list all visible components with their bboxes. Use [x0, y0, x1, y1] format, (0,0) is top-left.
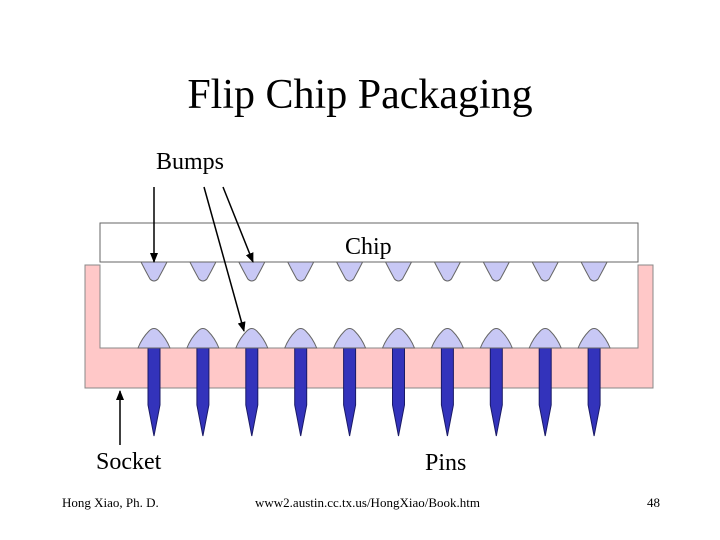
- socket-pin: [294, 345, 308, 437]
- chip-bump: [531, 261, 560, 282]
- pin-bump: [186, 328, 220, 349]
- socket-pin: [587, 345, 601, 437]
- pin-bump: [479, 328, 514, 349]
- bumps-label: Bumps: [156, 149, 225, 175]
- pin-bump: [137, 328, 171, 349]
- chip-bump: [189, 261, 217, 282]
- socket-pin: [196, 345, 210, 437]
- pin-bump: [283, 328, 318, 349]
- slide-title: Flip Chip Packaging: [187, 72, 533, 118]
- pin-bump: [235, 328, 269, 349]
- chip-body: [99, 222, 639, 263]
- footer-author: Hong Xiao, Ph. D.: [62, 495, 159, 510]
- chip-bumps: [140, 261, 608, 282]
- bumps-arrow-3: [222, 186, 254, 263]
- pin-bump: [430, 328, 465, 349]
- chip-bump: [580, 261, 608, 282]
- socket-label: Socket: [96, 449, 162, 475]
- chip-bump: [433, 261, 462, 282]
- socket-pin: [147, 345, 161, 437]
- bumps-arrow-2: [203, 186, 246, 332]
- footer-url: www2.austin.cc.tx.us/HongXiao/Book.htm: [255, 495, 480, 510]
- socket-pin: [538, 345, 552, 437]
- page-number: 48: [647, 495, 660, 510]
- chip-bump: [237, 261, 266, 282]
- pin-bump: [332, 328, 367, 349]
- pins-label: Pins: [425, 450, 467, 476]
- chip-bump: [335, 261, 364, 282]
- socket-body: [84, 264, 654, 389]
- chip-bump: [140, 261, 168, 282]
- socket-pin: [245, 345, 259, 437]
- socket-pin: [343, 345, 357, 437]
- chip-label: Chip: [345, 234, 392, 260]
- socket-pin: [440, 345, 454, 437]
- pin-bump: [528, 328, 562, 349]
- socket-pin: [489, 345, 503, 437]
- chip-bump: [384, 261, 413, 282]
- pin-bump: [381, 328, 416, 349]
- socket-pin: [392, 345, 405, 437]
- socket-pins: [137, 328, 611, 437]
- chip-bump: [482, 261, 511, 282]
- pin-bump: [577, 328, 611, 349]
- chip-bump: [286, 261, 315, 282]
